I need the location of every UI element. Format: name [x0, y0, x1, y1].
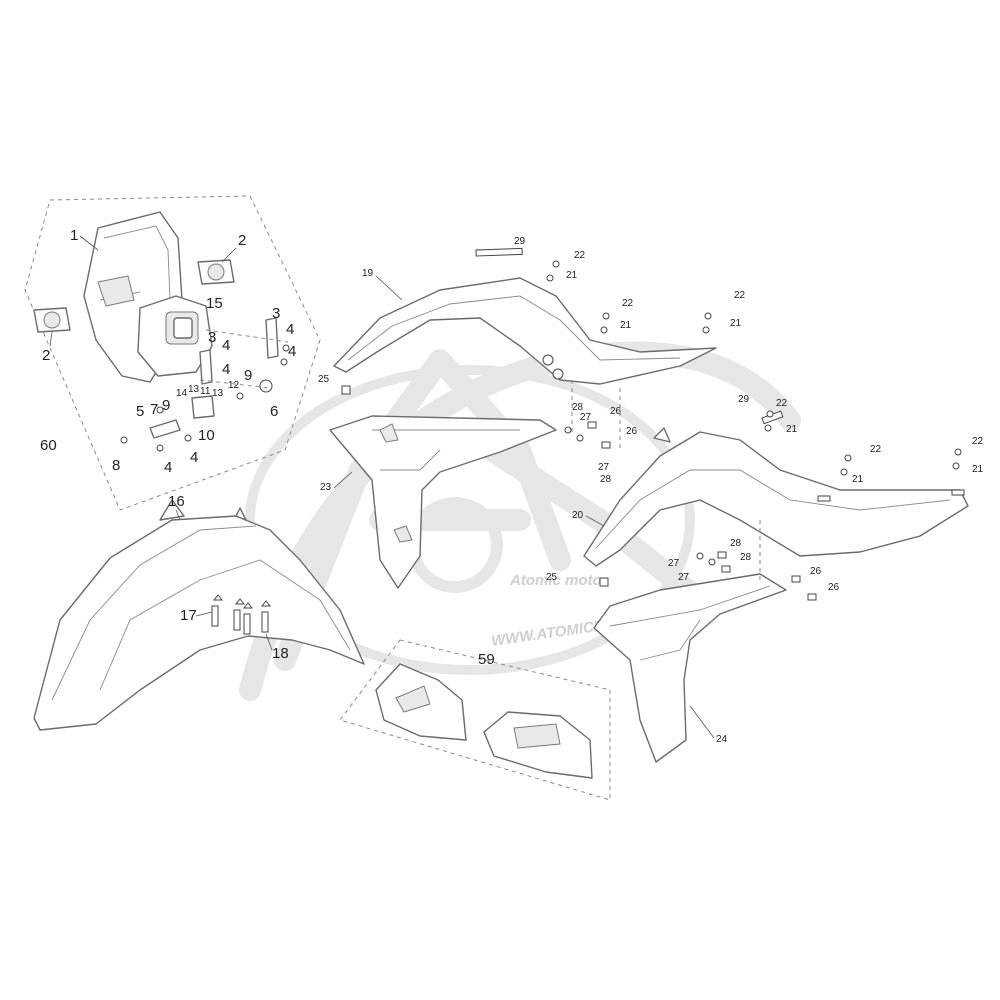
headlight-unit — [137, 295, 213, 377]
leader-23 — [333, 471, 353, 489]
assembly-60-guide-lines — [199, 329, 289, 389]
leader-20 — [585, 515, 605, 527]
callout-14: 14 — [176, 388, 188, 399]
leader-17 — [195, 611, 213, 617]
callout-26d: 26 — [828, 582, 840, 593]
side-cover-left-19 — [333, 247, 717, 385]
callout-28b: 28 — [600, 474, 612, 485]
callout-22a: 22 — [574, 250, 586, 261]
leader-16 — [175, 509, 181, 521]
headlight-brackets — [120, 317, 290, 452]
callout-22e: 22 — [870, 444, 882, 455]
callout-21a: 21 — [566, 270, 578, 281]
callout-26b: 26 — [626, 426, 638, 437]
callout-22b: 22 — [622, 298, 634, 309]
callout-28c: 28 — [730, 538, 742, 549]
callout-13a: 13 — [188, 384, 200, 395]
callout-60: 60 — [40, 437, 57, 454]
callout-9b: 9 — [244, 367, 252, 384]
callout-19: 19 — [362, 268, 374, 279]
leader-24 — [689, 705, 715, 739]
side-cover-right-20 — [583, 410, 969, 567]
callout-8: 8 — [112, 457, 120, 474]
assembly-guide-lines — [571, 380, 761, 580]
callout-4d: 4 — [222, 361, 230, 378]
watermark-logo-text: Atomic moto — [509, 572, 602, 589]
callout-11: 11 — [200, 386, 211, 397]
mount-clamp-left — [33, 307, 71, 333]
callout-15: 15 — [206, 295, 223, 312]
callout-22d: 22 — [776, 398, 788, 409]
callout-16: 16 — [168, 493, 185, 510]
leader-18 — [265, 633, 273, 651]
callout-6: 6 — [270, 403, 278, 420]
callout-12: 12 — [228, 380, 240, 391]
callout-3a: 3 — [272, 305, 280, 322]
callout-28a: 28 — [572, 402, 584, 413]
callout-22c: 22 — [734, 290, 746, 301]
callout-21f: 21 — [972, 464, 984, 475]
callout-27a: 27 — [580, 412, 592, 423]
fender-bolts — [211, 594, 272, 635]
callout-17: 17 — [180, 607, 197, 624]
leader-19 — [375, 275, 403, 301]
callout-29b: 29 — [738, 394, 750, 405]
watermark-logo — [239, 341, 801, 701]
callout-5: 5 — [136, 403, 144, 420]
callout-21c: 21 — [730, 318, 742, 329]
radiator-shroud-left-23 — [329, 415, 557, 589]
callout-2b: 2 — [42, 347, 50, 364]
hardware-19 — [546, 260, 712, 334]
radiator-shroud-right-24 — [593, 573, 787, 763]
callout-9a: 9 — [162, 397, 170, 414]
callout-29a: 29 — [514, 236, 526, 247]
callout-4b: 4 — [288, 343, 296, 360]
callout-18: 18 — [272, 645, 289, 662]
handguard-right — [483, 711, 593, 779]
callout-1: 1 — [70, 227, 78, 244]
callout-24: 24 — [716, 734, 728, 745]
callout-7: 7 — [150, 401, 158, 418]
mount-clamp-right — [197, 259, 235, 285]
callout-21d: 21 — [786, 424, 798, 435]
callout-4e: 4 — [164, 459, 172, 476]
assembly-59-boundary — [339, 639, 611, 801]
callout-10: 10 — [198, 427, 215, 444]
callout-2a: 2 — [238, 232, 246, 249]
handguard-left — [375, 663, 467, 741]
leader-2a — [221, 247, 237, 263]
callout-59: 59 — [478, 651, 495, 668]
callout-4f: 4 — [190, 449, 198, 466]
callout-27d: 27 — [678, 572, 690, 583]
callout-27b: 27 — [598, 462, 610, 473]
callout-27c: 27 — [668, 558, 680, 569]
hardware-20 — [599, 410, 962, 601]
callout-21e: 21 — [852, 474, 864, 485]
leader-2b — [49, 331, 53, 347]
callout-26c: 26 — [810, 566, 822, 577]
callout-4a: 4 — [286, 321, 294, 338]
callout-26a: 26 — [610, 406, 622, 417]
callout-13b: 13 — [212, 388, 224, 399]
callout-4c: 4 — [222, 337, 230, 354]
callout-25b: 25 — [546, 572, 558, 583]
callout-23: 23 — [320, 482, 332, 493]
callout-25a: 25 — [318, 374, 330, 385]
hardware-23 — [341, 385, 611, 449]
leader-1 — [79, 235, 99, 251]
callout-28d: 28 — [740, 552, 752, 563]
callout-22f: 22 — [972, 436, 984, 447]
assembly-60-boundary — [24, 195, 321, 511]
callout-21b: 21 — [620, 320, 632, 331]
callout-3b: 3 — [208, 329, 216, 346]
callout-20: 20 — [572, 510, 584, 521]
